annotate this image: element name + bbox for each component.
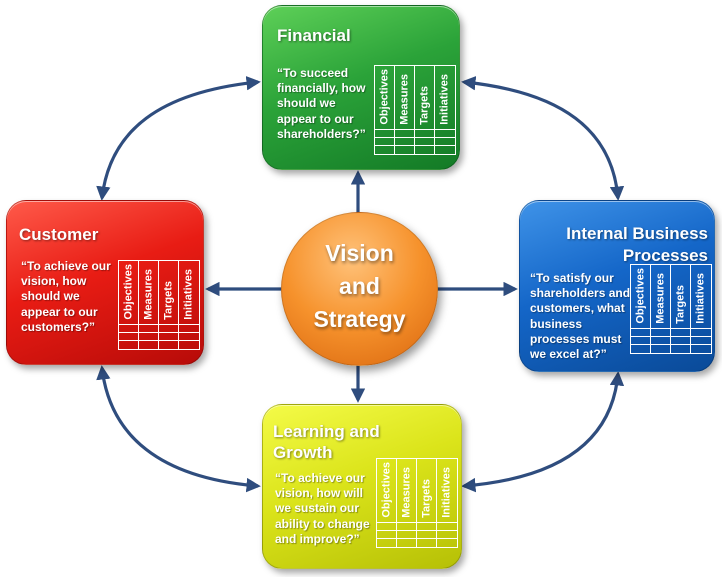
header-objectives: Objectives: [377, 459, 397, 523]
learning-question: “To achieve our vision, how will we sust…: [275, 471, 370, 546]
header-measures: Measures: [139, 261, 159, 325]
financial-perspective-box: Financial “To succeed financially, how s…: [262, 5, 460, 170]
financial-question: “To succeed financially, how should we a…: [277, 66, 366, 141]
header-objectives: Objectives: [631, 265, 651, 329]
arc-internal-learning: [461, 371, 625, 493]
financial-measures-table: Objectives Measures Targets Initiatives: [374, 65, 456, 155]
header-targets: Targets: [415, 66, 435, 130]
internal-question: “To satisfy our shareholders and custome…: [530, 271, 631, 362]
header-measures: Measures: [397, 459, 417, 523]
customer-question: “To achieve our vision, how should we ap…: [21, 259, 111, 334]
header-initiatives: Initiatives: [435, 66, 455, 130]
financial-title: Financial: [277, 26, 351, 45]
header-initiatives: Initiatives: [179, 261, 199, 325]
internal-measures-table: Objectives Measures Targets Initiatives: [630, 264, 712, 354]
header-initiatives: Initiatives: [691, 265, 711, 329]
header-objectives: Objectives: [375, 66, 395, 130]
learning-growth-perspective-box: Learning and Growth “To achieve our visi…: [262, 404, 462, 569]
header-targets: Targets: [417, 459, 437, 523]
arc-financial-internal: [461, 76, 625, 201]
arc-financial-customer: [96, 76, 261, 201]
internal-processes-perspective-box: Internal Business Processes “To satisfy …: [519, 200, 715, 372]
internal-title: Internal Business Processes: [566, 224, 708, 265]
header-targets: Targets: [159, 261, 179, 325]
header-measures: Measures: [651, 265, 671, 329]
header-objectives: Objectives: [119, 261, 139, 325]
customer-perspective-box: Customer “To achieve our vision, how sho…: [6, 200, 204, 365]
header-targets: Targets: [671, 265, 691, 329]
customer-measures-table: Objectives Measures Targets Initiatives: [118, 260, 200, 350]
header-initiatives: Initiatives: [437, 459, 457, 523]
learning-measures-table: Objectives Measures Targets Initiatives: [376, 458, 458, 548]
header-measures: Measures: [395, 66, 415, 130]
learning-title: Learning and Growth: [273, 422, 380, 462]
vision-strategy-circle: Vision and Strategy: [281, 212, 438, 366]
vision-strategy-label: Vision and Strategy: [313, 240, 406, 332]
arc-customer-learning: [96, 365, 261, 493]
customer-title: Customer: [19, 225, 99, 244]
